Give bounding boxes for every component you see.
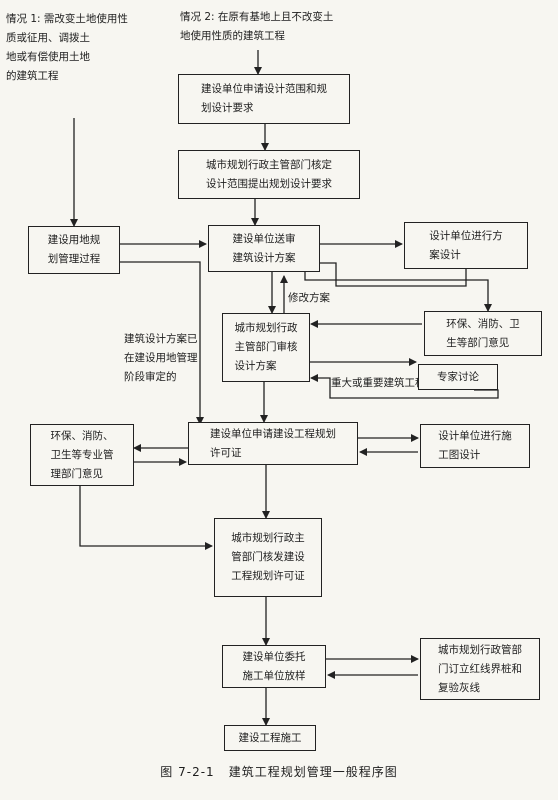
apply-scope-box: 建设单位申请设计范围和规 划设计要求 [178,74,350,124]
revise-label: 修改方案 [288,292,330,304]
review-design-text: 城市规划行政 主管部门审核 设计方案 [234,322,298,372]
design-unit-scheme-text: 设计单位进行方 案设计 [429,229,503,261]
survey-text: 建设单位委托 施工单位放样 [242,650,306,682]
land-mgmt-text: 建设用地规 划管理过程 [47,234,101,265]
construction-box: 建设工程施工 [224,725,316,751]
submit-design-box: 建设单位送审 建筑设计方案 [208,225,320,272]
expert-box: 专家讨论 [418,364,498,390]
design-unit-construction-box: 设计单位进行施 工图设计 [420,424,530,468]
apply-scope-text: 建设单位申请设计范围和规 划设计要求 [201,83,327,114]
survey-box: 建设单位委托 施工单位放样 [222,645,326,688]
redline-box: 城市规划行政管部 门订立红线界桩和 复验灰线 [420,638,540,700]
design-unit-construction-text: 设计单位进行施 工图设计 [438,430,512,461]
approved-stage-label: 建筑设计方案已 在建设用地管理 阶段审定的 [124,333,198,383]
expert-text: 专家讨论 [437,370,479,383]
caption-number: 图 7-2-1 [160,765,215,779]
env-fire-health-1-box: 环保、消防、卫 生等部门意见 [424,311,542,356]
case2-label: 情况 2: 在原有基地上且不改变土 地使用性质的建筑工程 [180,11,334,42]
issue-permit-box: 城市规划行政主 管部门核发建设 工程规划许可证 [214,518,322,597]
planning-dept-scope-text: 城市规划行政主管部门核定 设计范围提出规划设计要求 [206,158,332,190]
case1-label: 情况 1: 需改变土地使用性 质或征用、调拨土 地或有偿使用土地 的建筑工程 [6,13,128,82]
review-design-box: 城市规划行政 主管部门审核 设计方案 [222,313,310,382]
apply-permit-text: 建设单位申请建设工程规划 许可证 [210,427,336,459]
apply-permit-box: 建设单位申请建设工程规划 许可证 [188,422,358,465]
env-fire-health-2-text: 环保、消防、 卫生等专业管 理部门意见 [50,429,114,480]
arrow-land-to-permit [120,261,204,425]
construction-text: 建设工程施工 [238,731,302,744]
redline-text: 城市规划行政管部 门订立红线界桩和 复验灰线 [438,643,522,694]
figure-caption: 图 7-2-1 建筑工程规划管理一般程序图 [0,763,558,780]
env-fire-health-1-text: 环保、消防、卫 生等部门意见 [446,317,520,349]
submit-design-text: 建设单位送审 建筑设计方案 [232,232,296,264]
design-unit-scheme-box: 设计单位进行方 案设计 [404,222,528,269]
caption-title: 建筑工程规划管理一般程序图 [228,765,398,779]
major-project-label: 重大或重要建筑工程 [331,377,426,389]
env-fire-health-2-box: 环保、消防、 卫生等专业管 理部门意见 [30,424,134,486]
planning-dept-scope-box: 城市规划行政主管部门核定 设计范围提出规划设计要求 [178,150,360,199]
land-mgmt-box: 建设用地规 划管理过程 [28,226,120,274]
arrow-submit-to-env1 [304,272,492,312]
arrow-env2-to-issue [79,486,213,550]
issue-permit-text: 城市规划行政主 管部门核发建设 工程规划许可证 [231,532,305,582]
arrow-expert-to-review [310,374,499,399]
